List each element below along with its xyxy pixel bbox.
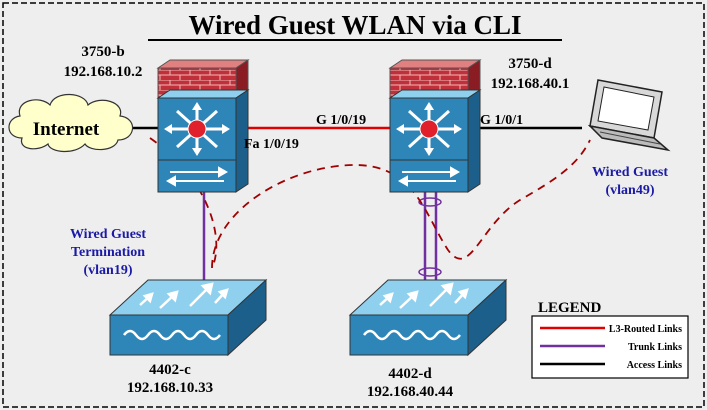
legend-box — [531, 315, 689, 379]
port-fa-b: Fa 1/0/19 — [244, 137, 299, 152]
termination-line3: (vlan19) — [84, 263, 133, 278]
laptop-label-line2: (vlan49) — [606, 183, 655, 198]
switch-icon — [397, 166, 461, 187]
internet-cloud-icon — [8, 93, 134, 153]
etherchannel-ring-top — [418, 197, 442, 207]
wlc-c-ip: 192.168.10.33 — [127, 380, 213, 396]
diagram-title: Wired Guest WLAN via CLI — [188, 10, 521, 40]
switch-d-ip: 192.168.40.1 — [491, 76, 570, 92]
port-g-d-left: G 1/0/19 — [316, 113, 366, 128]
wlc-4402-c — [108, 278, 268, 357]
termination-line1: Wired Guest — [70, 227, 146, 242]
switch-d-name: 3750-d — [508, 56, 552, 72]
laptop-icon — [587, 79, 671, 152]
wlc-d-name: 4402-d — [388, 366, 432, 382]
wireless-controller-icon — [139, 282, 229, 309]
legend-title: LEGEND — [538, 300, 602, 316]
legend-label-trunk: Trunk Links — [628, 342, 682, 353]
switch-3750-b — [156, 59, 250, 193]
wlc-4402-d — [348, 278, 508, 357]
port-g-d-right: G 1/0/1 — [480, 113, 523, 128]
laptop-label-line1: Wired Guest — [592, 165, 668, 180]
legend-label-access: Access Links — [627, 360, 682, 371]
etherchannel-ring-bottom — [418, 267, 442, 277]
wlc-c-name: 4402-c — [149, 362, 191, 378]
wireless-controller-icon — [379, 282, 469, 309]
switch-b-ip: 192.168.10.2 — [64, 64, 143, 80]
switch-3750-d — [388, 59, 482, 193]
termination-line2: Termination — [71, 245, 145, 260]
switch-icon — [165, 166, 229, 187]
legend-label-l3: L3-Routed Links — [609, 324, 682, 335]
wlc-d-ip: 192.168.40.44 — [367, 384, 454, 400]
guest-traffic-path — [149, 137, 591, 269]
switch-b-name: 3750-b — [81, 44, 124, 60]
internet-label: Internet — [33, 119, 100, 140]
